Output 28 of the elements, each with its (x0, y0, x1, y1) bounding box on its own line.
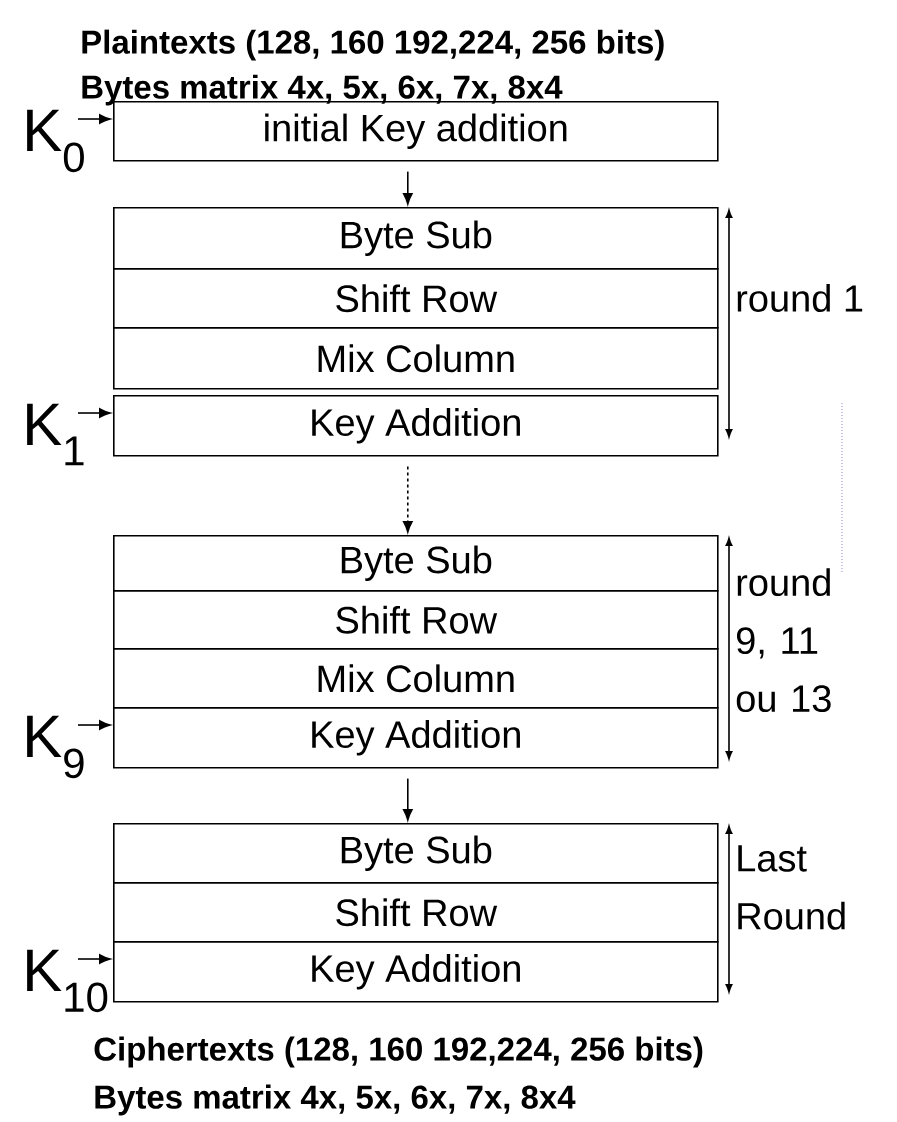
process-box: Byte Sub (113, 207, 719, 270)
key-label: K$_{9}$ (27, 715, 84, 779)
arrow (77, 720, 111, 730)
arrow (402, 465, 413, 533)
key-label: K$_{1}$ (27, 403, 84, 466)
heading-text: Plaintexts (128, 160 192,224, 256 bits) (82, 29, 664, 61)
process-box: Shift Row (113, 268, 719, 329)
process-box: Byte Sub (113, 823, 719, 884)
arrow (77, 114, 111, 124)
process-box: Key Addition (113, 941, 719, 1003)
process-box: Shift Row (113, 882, 719, 943)
process-box: Mix Column (113, 648, 719, 709)
process-box: Byte Sub (113, 535, 719, 592)
arrow (402, 777, 413, 821)
round-label: Last Round (738, 845, 845, 930)
process-box: Key Addition (113, 395, 719, 457)
round-label: round 9, 11 ou 13 (736, 568, 831, 713)
arrow (77, 954, 111, 964)
key-label: K$_{10}$ (27, 949, 108, 1013)
process-box: Mix Column (113, 327, 719, 390)
round-label: round 1 (737, 284, 863, 312)
heading-text: Bytes matrix 4x, 5x, 6x, 7x, 8x4 (95, 1084, 576, 1116)
process-box: Key Addition (113, 707, 719, 769)
arrow (402, 170, 413, 205)
process-box: Shift Row (113, 590, 719, 650)
heading-text: Ciphertexts (128, 160 192,224, 256 bits) (94, 1036, 703, 1068)
arrow (77, 408, 111, 418)
key-label: K$_{0}$ (27, 109, 84, 173)
